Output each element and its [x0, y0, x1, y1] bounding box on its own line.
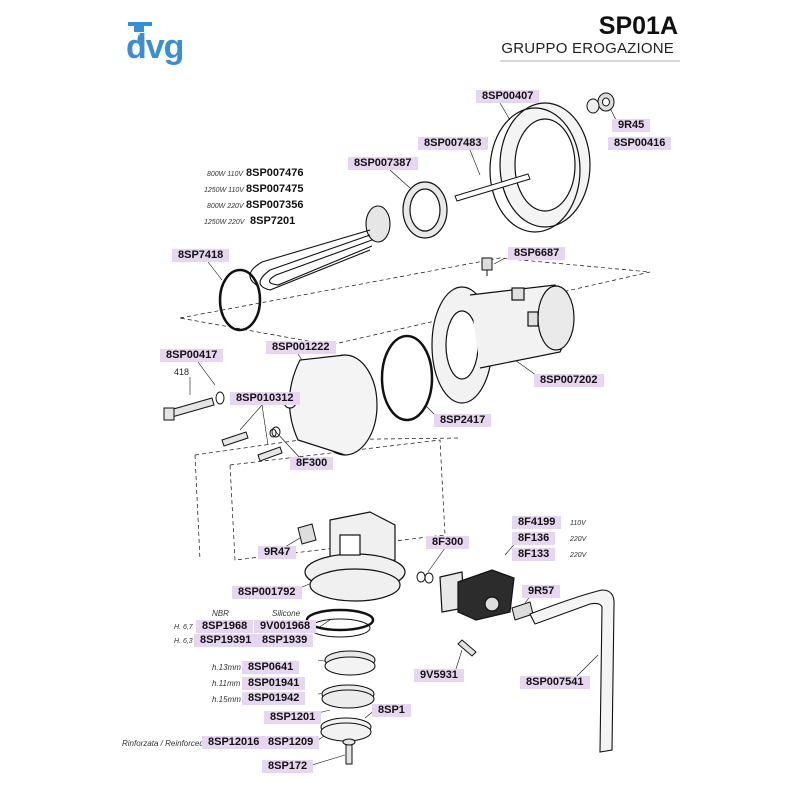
solenoid-valve	[439, 569, 515, 621]
label-8sp00407: 8SP00407	[476, 90, 540, 103]
label-8sp007541: 8SP007541	[520, 676, 590, 689]
note-h15: h.15mm	[212, 695, 241, 704]
flange-8sp001222	[283, 354, 378, 456]
page-title: GRUPPO EROGAZIONE	[501, 40, 674, 57]
group-head	[304, 511, 406, 602]
screw-418	[163, 391, 225, 421]
label-418: 418	[174, 367, 190, 377]
pipe-8sp007541	[529, 589, 615, 753]
dashed-guide-heater	[179, 257, 651, 346]
studs	[221, 428, 283, 462]
fitting-9r57	[511, 601, 534, 621]
dvg-logo-icon	[128, 22, 152, 43]
page-code: SP01A	[598, 12, 678, 40]
label-8sp7201: 8SP7201	[250, 215, 296, 227]
nut-9r45	[586, 92, 615, 114]
note-silicone: Silicone	[272, 609, 301, 618]
label-8f300-upper: 8F300	[290, 457, 334, 470]
label-9r45: 9R45	[612, 119, 651, 132]
label-8sp00417: 8SP00417	[160, 349, 224, 362]
note-220v-a: 220V	[570, 536, 587, 543]
label-8sp01941: 8SP01941	[242, 677, 306, 690]
fitting-9r47	[297, 523, 317, 545]
title-rule	[500, 60, 680, 62]
label-9r47: 9R47	[258, 546, 297, 559]
label-8f133: 8F133	[512, 548, 556, 561]
sensor-8sp6687	[481, 257, 493, 276]
screw-9v5931	[457, 639, 477, 657]
brand-logo-text: dvg	[126, 28, 184, 66]
label-8sp1209: 8SP1209	[262, 736, 320, 749]
label-8sp007387: 8SP007387	[348, 157, 418, 170]
o-rings-8f300	[271, 426, 434, 584]
label-8sp1939: 8SP1939	[256, 634, 314, 647]
label-8sp1: 8SP1	[372, 704, 411, 717]
label-9v5931: 9V5931	[414, 669, 464, 682]
label-8sp007476: 8SP007476	[246, 167, 304, 179]
note-h11: h.11mm	[212, 679, 241, 688]
label-8f136: 8F136	[512, 532, 556, 545]
label-8sp1201: 8SP1201	[264, 711, 322, 724]
label-8sp6687: 8SP6687	[508, 247, 566, 260]
label-8sp0641: 8SP0641	[242, 661, 300, 674]
note-1250w-220v: 1250W 220V	[204, 219, 245, 226]
label-9v001968: 9V001968	[254, 620, 317, 633]
shower-disc-1	[324, 650, 376, 676]
note-reinforced: Rinforzata / Reinforced	[122, 739, 204, 748]
note-h13: h.13mm	[212, 663, 241, 672]
note-800w-220v: 800W 220V	[207, 203, 244, 210]
boiler-body	[431, 284, 575, 404]
note-110v: 110V	[570, 520, 586, 527]
label-9r57: 9R57	[522, 585, 561, 598]
label-8sp7418: 8SP7418	[172, 249, 230, 262]
note-h63: H. 6,3	[174, 638, 193, 645]
label-8sp007475: 8SP007475	[246, 183, 304, 195]
gasket-8sp2417	[380, 334, 434, 422]
label-8sp007202: 8SP007202	[534, 374, 604, 387]
gasket-ring	[305, 608, 375, 638]
note-1250w-110v: 1250W 110V	[204, 187, 244, 194]
o-ring-8sp7418	[218, 268, 262, 332]
shower-disc-3	[320, 717, 372, 742]
note-800w-110v: 800W 110V	[207, 171, 244, 178]
label-8sp010312: 8SP010312	[230, 392, 300, 405]
dashed-guide-group	[229, 439, 446, 561]
label-8sp2417: 8SP2417	[434, 414, 492, 427]
label-8f4199: 8F4199	[512, 516, 562, 529]
label-8f300-lower: 8F300	[426, 536, 470, 549]
note-h67: H. 6,7	[174, 624, 193, 631]
label-8sp007356: 8SP007356	[246, 199, 304, 211]
label-8sp001222: 8SP001222	[266, 341, 336, 354]
dashed-guide-body	[194, 437, 461, 561]
label-8sp1968: 8SP1968	[196, 620, 254, 633]
label-8sp12016: 8SP12016	[202, 736, 266, 749]
label-8sp172: 8SP172	[262, 760, 314, 773]
label-8sp19391: 8SP19391	[194, 634, 258, 647]
rod-8sp007483	[454, 173, 531, 202]
ring-nut	[402, 181, 448, 239]
shower-disc-2	[321, 684, 375, 709]
note-220v-b: 220V	[570, 552, 587, 559]
note-nbr: NBR	[212, 609, 229, 618]
label-8sp001792: 8SP001792	[232, 586, 302, 599]
screw-8sp172	[342, 738, 356, 765]
label-8sp007483: 8SP007483	[418, 137, 488, 150]
label-8sp01942: 8SP01942	[242, 692, 306, 705]
flange-ring	[489, 102, 591, 233]
label-8sp00416: 8SP00416	[608, 137, 672, 150]
